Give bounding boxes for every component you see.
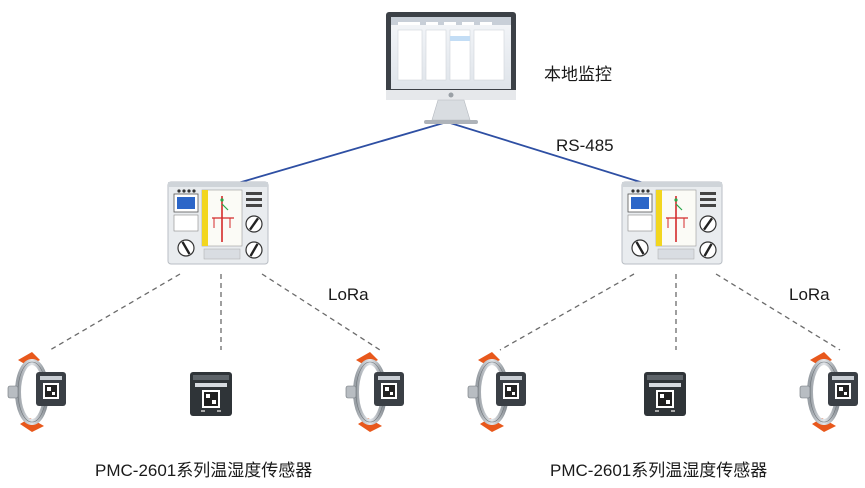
clamp-sensor-icon — [468, 352, 526, 432]
monitor-icon — [386, 12, 516, 124]
clamp-sensor-icon — [800, 352, 858, 432]
sensor-caption-left: PMC-2601系列温湿度传感器 — [95, 461, 313, 480]
lora-links-right — [499, 273, 841, 351]
sensor-caption-right: PMC-2601系列温湿度传感器 — [550, 461, 768, 480]
lora-label-right: LoRa — [789, 285, 830, 304]
clamp-sensor-icon — [8, 352, 66, 432]
box-sensor-icon — [190, 372, 232, 416]
lora-label-left: LoRa — [328, 285, 369, 304]
rs485-bus — [230, 121, 651, 186]
lora-links-left — [49, 273, 381, 351]
clamp-sensor-icon — [346, 352, 404, 432]
bus-label: RS-485 — [556, 136, 614, 155]
bus-line-right — [446, 121, 651, 186]
box-sensor-icon — [644, 372, 686, 416]
controller-left-icon — [167, 181, 269, 265]
monitor-label: 本地监控 — [544, 65, 612, 84]
bus-line-left — [230, 121, 448, 186]
controller-right-icon — [621, 181, 723, 265]
